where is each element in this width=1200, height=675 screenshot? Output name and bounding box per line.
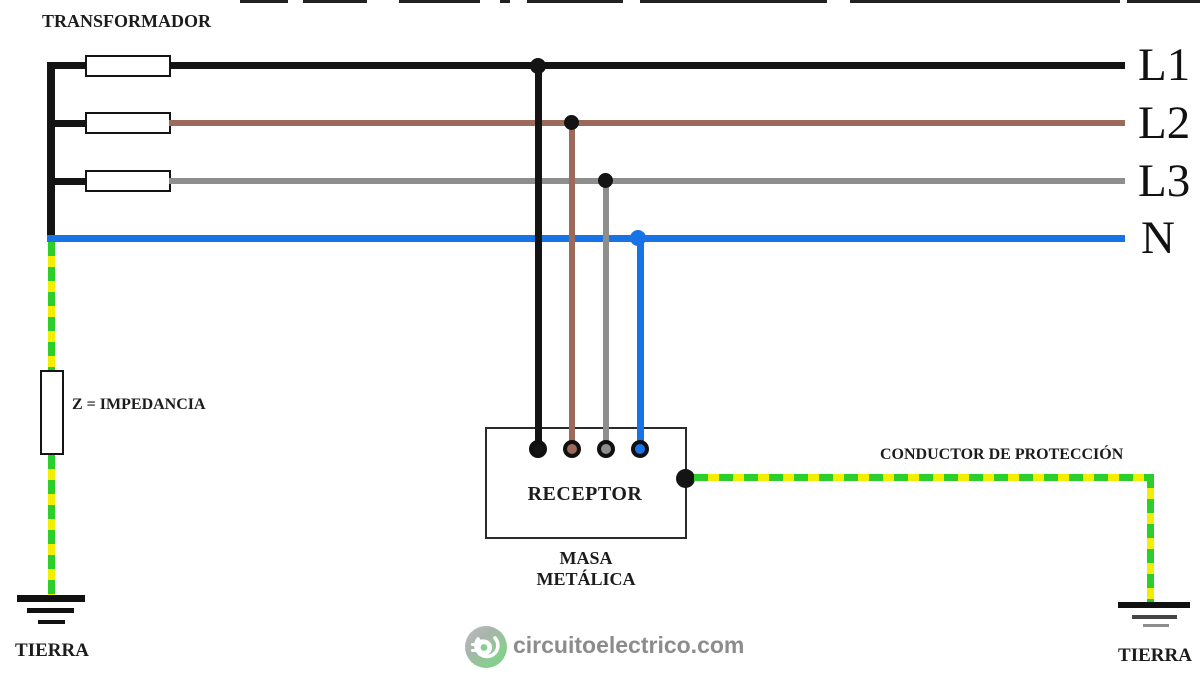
ground-right-bar2 xyxy=(1132,615,1177,619)
protective-conductor-horizontal xyxy=(694,474,1154,481)
l3-junction-dot xyxy=(598,173,613,188)
l3-drop-wire xyxy=(603,178,609,448)
top-edge-artifact-segment xyxy=(850,0,1120,3)
earth-conductor-lower xyxy=(48,455,55,595)
top-edge-artifact-segment xyxy=(240,0,288,3)
impedance-label: Z = IMPEDANCIA xyxy=(72,396,206,413)
ground-right-label: TIERRA xyxy=(1118,645,1192,666)
receptor-terminal-l1 xyxy=(529,440,547,458)
top-edge-artifact-segment xyxy=(303,0,367,3)
mass-label: MASA METÁLICA xyxy=(486,548,686,590)
l2-label: L2 xyxy=(1138,97,1191,149)
transformer-bus-wire xyxy=(47,62,55,242)
mass-label-line1: MASA xyxy=(559,548,613,568)
transformer-winding-l1 xyxy=(85,55,171,77)
n-wire xyxy=(47,235,1125,242)
l2-wire xyxy=(169,120,1125,126)
l1-label: L1 xyxy=(1138,39,1191,91)
protective-conductor-label: CONDUCTOR DE PROTECCIÓN xyxy=(880,446,1124,463)
protective-conductor-junction-dot xyxy=(676,469,695,488)
l2-stub-wire xyxy=(47,120,87,127)
receptor-box xyxy=(485,427,687,539)
watermark-text: circuitoelectrico.com xyxy=(513,632,745,658)
receptor-label: RECEPTOR xyxy=(527,483,643,505)
ground-left-bar2 xyxy=(27,608,74,613)
n-junction-dot xyxy=(630,230,646,246)
l2-drop-wire xyxy=(569,120,575,448)
top-edge-artifact-segment xyxy=(640,0,827,3)
top-edge-artifact-segment xyxy=(500,0,510,3)
ground-left-bar1 xyxy=(17,595,85,602)
n-drop-wire xyxy=(637,235,644,448)
l2-junction-dot xyxy=(564,115,579,130)
receptor-terminal-l3 xyxy=(597,440,615,458)
transformer-winding-l3 xyxy=(85,170,171,192)
l3-label: L3 xyxy=(1138,155,1191,207)
l1-drop-wire xyxy=(535,62,542,448)
n-label: N xyxy=(1141,212,1175,264)
receptor-terminal-l2 xyxy=(563,440,581,458)
impedance-symbol xyxy=(40,370,64,455)
l1-stub-wire xyxy=(47,62,87,69)
l1-wire xyxy=(169,62,1125,69)
transformer-winding-l2 xyxy=(85,112,171,134)
plug-icon xyxy=(465,626,507,668)
l1-junction-dot xyxy=(530,58,546,74)
top-edge-artifact-segment xyxy=(399,0,480,3)
transformer-label: TRANSFORMADOR xyxy=(42,11,211,31)
ground-right-bar3 xyxy=(1143,624,1169,627)
receptor-terminal-n xyxy=(631,440,649,458)
l3-stub-wire xyxy=(47,178,87,185)
ground-right-bar1 xyxy=(1118,602,1190,608)
mass-label-line2: METÁLICA xyxy=(536,569,636,589)
protective-conductor-vertical xyxy=(1147,474,1154,604)
ground-left-bar3 xyxy=(38,620,65,624)
top-edge-artifact-segment xyxy=(1127,0,1200,3)
top-edge-artifact-segment xyxy=(527,0,623,3)
l3-wire xyxy=(169,178,1125,184)
earth-conductor-upper xyxy=(48,242,55,370)
ground-left-label: TIERRA xyxy=(15,640,89,661)
